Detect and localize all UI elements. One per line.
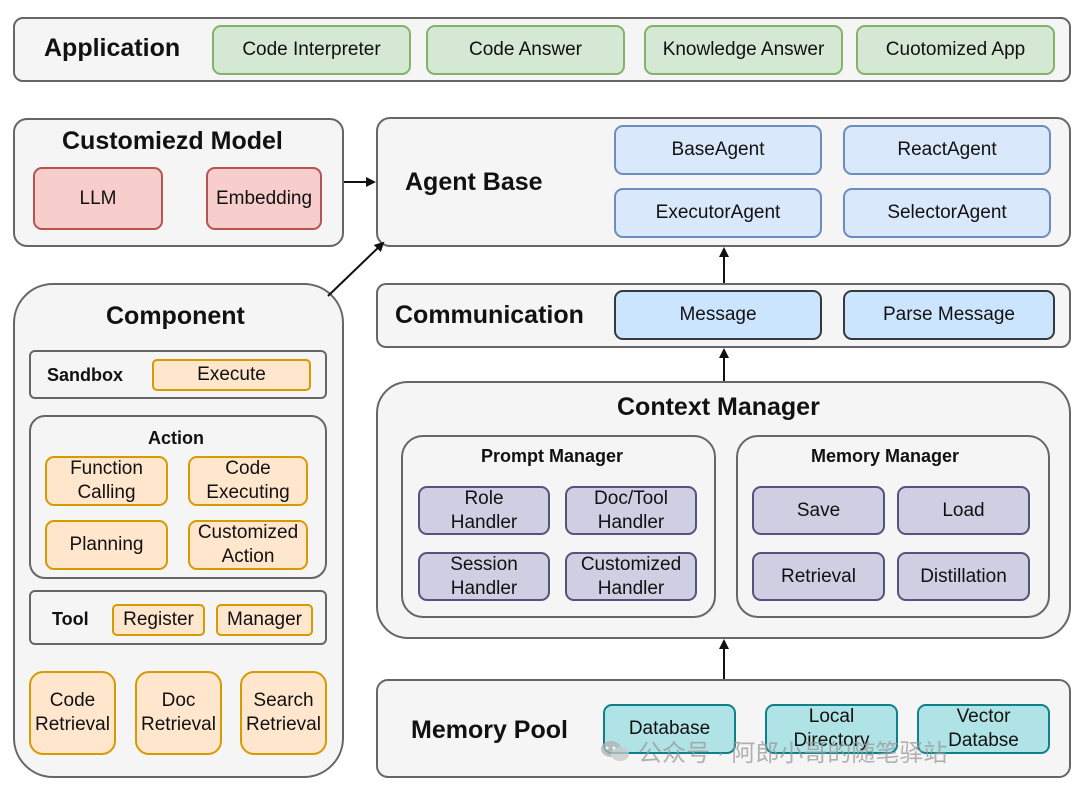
doc-retrieval: Doc Retrieval [135, 671, 222, 755]
action-planning: Planning [45, 520, 168, 570]
tool-title: Tool [52, 609, 89, 629]
app-knowledge-answer: Knowledge Answer [644, 25, 843, 75]
prompt-role-handler: Role Handler [418, 486, 550, 535]
agent-base-agent: BaseAgent [614, 125, 822, 175]
comm-parse-message: Parse Message [843, 290, 1055, 340]
search-retrieval: Search Retrieval [240, 671, 327, 755]
app-customized-app: Cuotomized App [856, 25, 1055, 75]
memory-save: Save [752, 486, 885, 535]
memory-load: Load [897, 486, 1030, 535]
arrow-component-to-agent [327, 241, 385, 297]
prompt-customized-handler: Customized Handler [565, 552, 697, 601]
communication-title: Communication [395, 301, 584, 329]
prompt-session-handler: Session Handler [418, 552, 550, 601]
prompt-manager-title: Prompt Manager [481, 446, 624, 466]
context-manager-title: Context Manager [617, 393, 820, 421]
memory-pool-title: Memory Pool [411, 716, 568, 744]
sandbox-execute: Execute [152, 359, 311, 391]
model-embedding: Embedding [206, 167, 322, 230]
app-code-answer: Code Answer [426, 25, 625, 75]
pool-local-directory: Local Directory [765, 704, 898, 754]
model-llm: LLM [33, 167, 163, 230]
customized-model-title: Customiezd Model [62, 127, 283, 155]
action-customized-action: Customized Action [188, 520, 308, 570]
code-retrieval: Code Retrieval [29, 671, 116, 755]
application-title: Application [44, 34, 181, 62]
tool-manager: Manager [216, 604, 313, 636]
watermark: 公众号 · 阿郎小哥的随笔驿站 [600, 733, 947, 768]
pool-database: Database [603, 704, 736, 754]
agent-react-agent: ReactAgent [843, 125, 1051, 175]
action-title: Action [148, 428, 204, 448]
action-code-executing: Code Executing [188, 456, 308, 506]
comm-message: Message [614, 290, 822, 340]
memory-retrieval: Retrieval [752, 552, 885, 601]
pool-vector-database: Vector Databse [917, 704, 1050, 754]
sandbox-title: Sandbox [47, 365, 124, 385]
watermark-text: 公众号 · 阿郎小哥的随笔驿站 [638, 740, 948, 767]
tool-register: Register [112, 604, 205, 636]
action-function-calling: Function Calling [45, 456, 168, 506]
component-title: Component [106, 302, 245, 330]
wechat-icon [601, 740, 629, 761]
agent-selector-agent: SelectorAgent [843, 188, 1051, 238]
memory-manager-title: Memory Manager [811, 446, 960, 466]
prompt-doc-tool-handler: Doc/Tool Handler [565, 486, 697, 535]
agent-executor-agent: ExecutorAgent [614, 188, 822, 238]
agent-base-title: Agent Base [405, 168, 543, 196]
app-code-interpreter: Code Interpreter [212, 25, 411, 75]
memory-distillation: Distillation [897, 552, 1030, 601]
